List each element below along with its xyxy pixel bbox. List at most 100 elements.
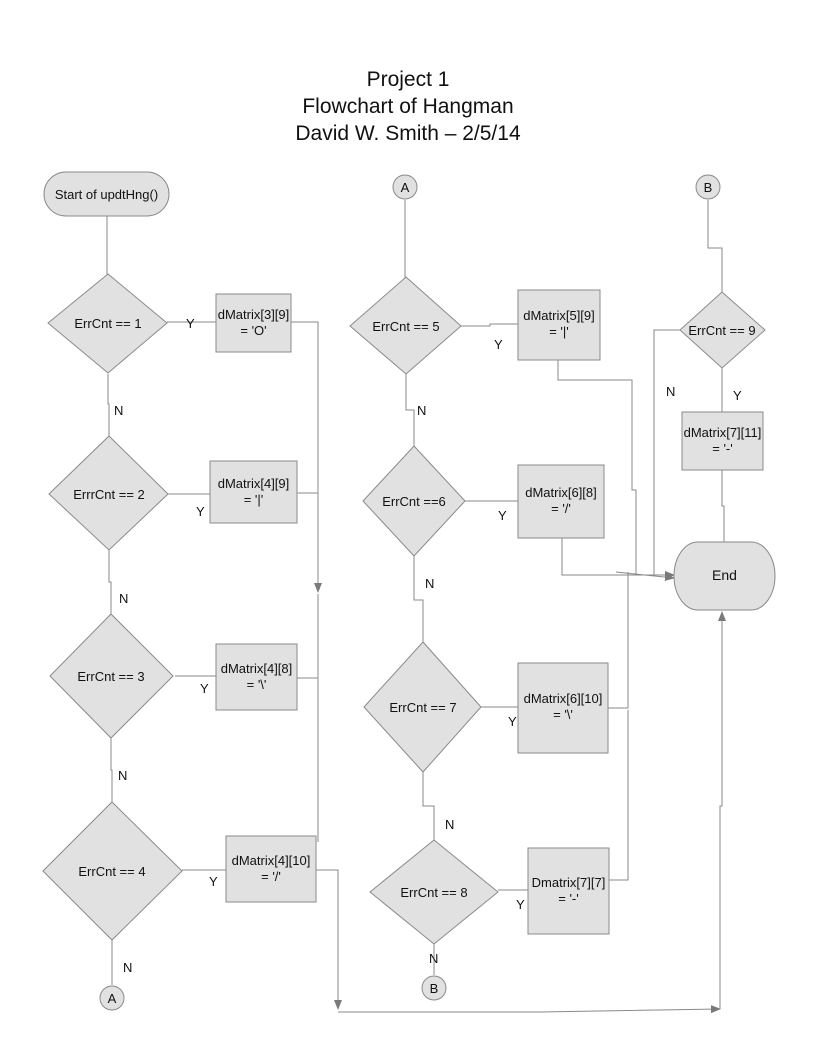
flow-lines [106, 200, 726, 1014]
decision-6: ErrCnt ==6 [362, 445, 466, 557]
connector-a-top-label: A [401, 180, 410, 195]
decision-5: ErrCnt == 5 [349, 276, 462, 375]
label-yes: Y [209, 874, 218, 889]
label-no: N [123, 960, 132, 975]
connector-b-top: B [695, 174, 721, 200]
wire-d2-to-d3 [108, 550, 112, 614]
process-7-line-2: = '\' [553, 707, 573, 722]
process-8: Dmatrix[7][7] = '-' [527, 847, 610, 935]
connector-b-bottom: B [421, 975, 447, 1001]
process-2-line-2: = '|' [244, 492, 264, 507]
process-8-line-2: = '-' [558, 891, 579, 906]
decision-2-label: ErrrCnt == 2 [73, 487, 145, 502]
label-no: N [666, 384, 675, 399]
process-9-line-2: = '-' [712, 441, 733, 456]
label-yes: Y [494, 337, 503, 352]
connector-a-bottom: A [99, 985, 125, 1011]
process-3-line-2: = '\' [247, 677, 267, 692]
label-yes: Y [733, 388, 742, 403]
decision-8: ErrCnt == 8 [369, 839, 499, 945]
process-7-line-1: dMatrix[6][10] [524, 691, 603, 706]
wire-up-to-end [718, 611, 726, 1009]
label-no: N [119, 591, 128, 606]
process-6: dMatrix[6][8] = '/' [517, 464, 605, 539]
title-line-3: David W. Smith – 2/5/14 [295, 122, 521, 145]
process-1-line-1: dMatrix[3][9] [218, 307, 290, 322]
wire-d7-to-d8 [422, 772, 435, 840]
start-terminal: Start of updtHng() [43, 171, 170, 217]
process-7: dMatrix[6][10] = '\' [517, 662, 609, 754]
label-yes: Y [498, 508, 507, 523]
decision-5-label: ErrCnt == 5 [372, 319, 439, 334]
label-yes: Y [186, 316, 195, 331]
wire-p9-to-end [721, 470, 725, 542]
title-line-2: Flowchart of Hangman [302, 95, 514, 118]
decision-9: ErrCnt == 9 [679, 291, 766, 369]
wire-p4-down [316, 869, 342, 1010]
wire-merge-to-end [615, 571, 675, 582]
process-6-line-1: dMatrix[6][8] [525, 485, 597, 500]
process-5: dMatrix[5][9] = '|' [517, 289, 601, 361]
label-no: N [425, 576, 434, 591]
process-4-line-2: = '/' [261, 869, 281, 884]
connector-b-top-label: B [704, 180, 713, 195]
decision-3: ErrCnt == 3 [49, 613, 174, 739]
label-no: N [429, 951, 438, 966]
wire-d5-to-d6 [405, 374, 415, 446]
wire-b-to-d9 [707, 200, 723, 292]
wire-p5-out [557, 360, 637, 574]
process-2-line-1: dMatrix[4][9] [218, 476, 290, 491]
wire-d6-to-d7 [413, 556, 424, 642]
label-yes: Y [200, 681, 209, 696]
decision-4-label: ErrCnt == 4 [78, 864, 145, 879]
label-no: N [114, 403, 123, 418]
decision-6-label: ErrCnt ==6 [382, 494, 446, 509]
end-terminal: End [673, 541, 776, 611]
process-4-line-1: dMatrix[4][10] [232, 853, 311, 868]
label-no: N [417, 403, 426, 418]
end-label: End [712, 567, 737, 583]
connector-a-bottom-label: A [108, 991, 117, 1006]
process-2: dMatrix[4][9] = '|' [209, 460, 298, 524]
wire-p8-out [608, 710, 629, 881]
process-8-line-1: Dmatrix[7][7] [532, 875, 606, 890]
decision-1: ErrCnt == 1 [47, 273, 168, 374]
label-no: N [445, 817, 454, 832]
wire-d1-to-d2 [107, 374, 110, 436]
label-no: N [118, 768, 127, 783]
label-yes: Y [516, 897, 525, 912]
decision-3-label: ErrCnt == 3 [77, 669, 144, 684]
process-6-line-2: = '/' [551, 501, 571, 516]
process-4: dMatrix[4][10] = '/' [225, 835, 317, 903]
start-label: Start of updtHng() [55, 187, 158, 202]
title-line-1: Project 1 [366, 68, 450, 91]
process-9-line-1: dMatrix[7][11] [684, 425, 762, 440]
wire-p7-out [608, 572, 629, 709]
process-9: dMatrix[7][11] = '-' [681, 411, 764, 471]
wire-bottom-to-right [338, 1005, 721, 1014]
decision-2: ErrrCnt == 2 [48, 435, 169, 551]
wire-d3-to-d4 [110, 738, 113, 802]
label-yes: Y [196, 504, 205, 519]
process-1: dMatrix[3][9] = 'O' [215, 293, 292, 353]
decision-1-label: ErrCnt == 1 [74, 316, 141, 331]
wire-d5-yes [461, 323, 518, 327]
wire-p6-to-end [561, 538, 675, 579]
decision-7: ErrCnt == 7 [363, 641, 482, 773]
decision-7-label: ErrCnt == 7 [389, 700, 456, 715]
process-3: dMatrix[4][8] = '\' [215, 643, 298, 711]
branch-labels: Y N Y N Y N Y N Y N Y N Y N Y N Y N [114, 316, 742, 975]
wire-d9-no [653, 329, 680, 575]
process-5-line-1: dMatrix[5][9] [523, 308, 595, 323]
decision-9-label: ErrCnt == 9 [688, 323, 755, 338]
decision-4: ErrCnt == 4 [42, 801, 183, 941]
label-yes: Y [508, 714, 517, 729]
process-3-line-1: dMatrix[4][8] [221, 661, 293, 676]
connector-b-bottom-label: B [430, 981, 439, 996]
wire-p1-collector [291, 321, 322, 593]
process-1-line-2: = 'O' [240, 323, 266, 338]
connector-a-top: A [392, 174, 418, 200]
decision-8-label: ErrCnt == 8 [400, 885, 467, 900]
process-5-line-2: = '|' [549, 324, 569, 339]
